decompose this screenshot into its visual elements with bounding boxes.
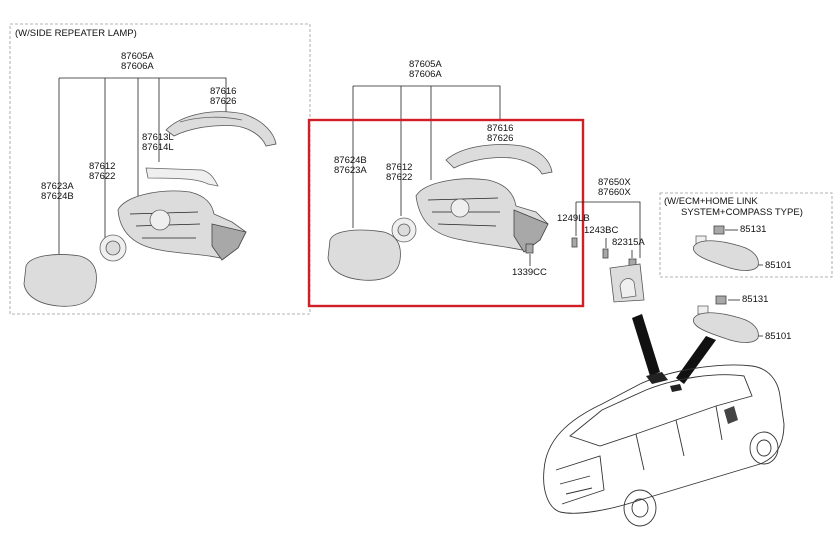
pointer-arrow-right — [676, 336, 716, 384]
label-center-cover-87626: 87626 — [487, 133, 513, 144]
label-trim-87660x: 87660X — [598, 187, 631, 198]
label-center-actuator-87612: 87612 — [386, 162, 412, 173]
label-std-cover-85131: 85131 — [742, 294, 768, 305]
leader-center-bracket — [353, 85, 501, 120]
label-center-glass-87623a: 87623A — [334, 165, 367, 176]
mirror-actuator-core — [105, 240, 121, 256]
label-repeater-87614l: 87614L — [142, 142, 174, 153]
mirror-cover-highlight — [179, 116, 243, 123]
label-ecm-mirror-85101: 85101 — [765, 260, 791, 271]
ecm-home-link-panel: (W/ECM+HOME LINK SYSTEM+COMPASS TYPE) 85… — [659, 192, 833, 278]
center-mirror-cover-part — [445, 144, 553, 175]
label-ecm-cover-85131: 85131 — [740, 224, 766, 235]
label-cover-87626: 87626 — [210, 96, 236, 107]
side-repeater-lamp-part — [145, 167, 219, 187]
ecm-rearview-mirror-part — [693, 240, 759, 271]
ecm-panel-title-line1: (W/ECM+HOME LINK — [664, 196, 758, 207]
center-mirror-glass-part — [327, 229, 401, 281]
ecm-cover-part — [713, 225, 725, 235]
vehicle-tailgate — [555, 455, 605, 505]
leader-assembly-bracket — [59, 77, 227, 116]
side-repeater-panel-title: (W/SIDE REPEATER LAMP) — [15, 28, 137, 39]
vehicle-outline — [543, 364, 785, 527]
vehicle-tail-lamps — [559, 475, 593, 495]
standard-rearview-group: 85131 85101 — [693, 294, 791, 343]
label-trim-87650x: 87650X — [598, 177, 631, 188]
label-clip-82315a: 82315A — [612, 237, 645, 248]
vehicle-rear-hub — [631, 498, 649, 518]
pointer-arrow-left — [632, 314, 660, 376]
vehicle-front-wheel — [749, 431, 779, 465]
label-center-screw-1339cc: 1339CC — [512, 267, 547, 278]
vehicle-body — [543, 364, 785, 514]
leader-trim-bracket — [576, 201, 641, 258]
bolt-1249lb-part — [571, 237, 578, 248]
label-assembly-87606a: 87606A — [121, 61, 154, 72]
housing-motor-mount — [149, 209, 171, 231]
std-cover-part — [715, 295, 727, 305]
label-bolt-1243bc: 1243BC — [584, 225, 618, 236]
door-trim-cutout — [619, 278, 637, 299]
mirror-cover-part — [165, 111, 277, 147]
standard-mirror-group: 87605A 87606A 87616 87626 87624B 87623A … — [307, 59, 585, 308]
vehicle-front-hub — [756, 439, 772, 457]
mirror-base-part — [211, 223, 247, 261]
door-trim-group: 87650X 87660X 1249LB 1243BC 82315A — [557, 177, 645, 303]
side-repeater-panel: (W/SIDE REPEATER LAMP) 87605A 87606A 876… — [9, 23, 311, 315]
ecm-panel-border — [659, 192, 833, 278]
label-glass-87623a: 87623A — [41, 181, 74, 192]
label-std-mirror-85101: 85101 — [765, 331, 791, 342]
mirror-glass-part — [23, 254, 97, 307]
label-center-87606a: 87606A — [409, 69, 442, 80]
label-bolt-1249lb: 1249LB — [557, 213, 590, 224]
vehicle-pillars — [635, 405, 723, 471]
std-rearview-mirror-part — [693, 312, 759, 343]
label-center-actuator-87622: 87622 — [386, 172, 412, 183]
label-center-87605a: 87605A — [409, 59, 442, 70]
center-screw-part — [525, 243, 534, 254]
label-cover-87616: 87616 — [210, 86, 236, 97]
vehicle-rear-wheel — [623, 489, 657, 527]
highlight-frame — [307, 118, 585, 308]
bolt-1243bc-part — [602, 248, 609, 259]
label-glass-87624b: 87624B — [41, 191, 74, 202]
vehicle-ecm-mirror-location — [670, 384, 682, 392]
center-housing-motor-mount — [450, 198, 470, 218]
label-assembly-87605a: 87605A — [121, 51, 154, 62]
vehicle-rearview-mirror-location — [646, 372, 668, 384]
center-mirror-actuator-core — [397, 223, 411, 237]
vehicle-roof-glass — [569, 374, 753, 447]
label-center-glass-87624b: 87624B — [334, 155, 367, 166]
label-actuator-87622: 87622 — [89, 171, 115, 182]
vehicle-side-mirror-location — [724, 406, 738, 424]
label-repeater-87613l: 87613L — [142, 132, 174, 143]
ecm-panel-title-line2: SYSTEM+COMPASS TYPE) — [681, 207, 803, 218]
label-actuator-87612: 87612 — [89, 161, 115, 172]
label-center-cover-87616: 87616 — [487, 123, 513, 134]
